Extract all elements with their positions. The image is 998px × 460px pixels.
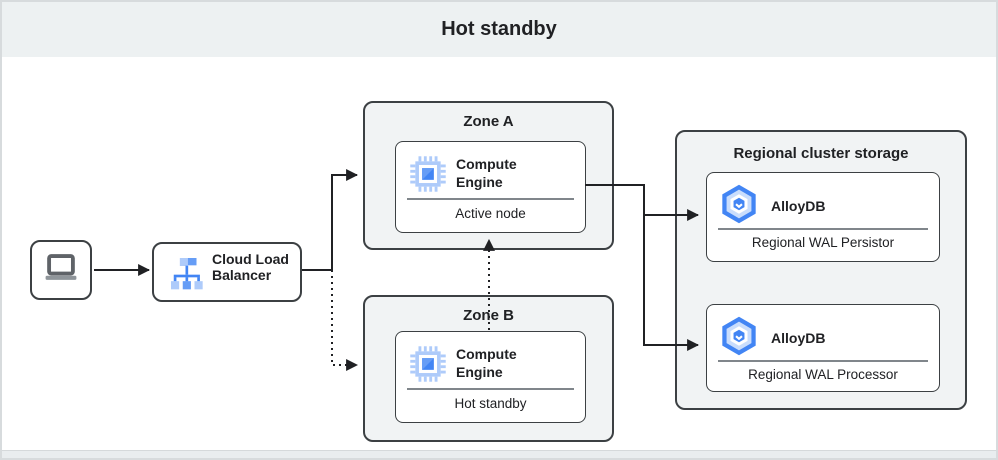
alloydb-icon xyxy=(718,183,760,225)
alloydb-icon xyxy=(718,315,760,357)
laptop-icon xyxy=(40,247,82,294)
load-balancer-icon xyxy=(166,254,206,294)
zone-b-compute-sublabel: Hot standby xyxy=(454,396,527,411)
regional-cluster-storage-group: Regional cluster storage AlloyDB Regiona… xyxy=(675,130,967,410)
zone-b-compute-card: Compute Engine Hot standby xyxy=(395,331,586,423)
alloydb-processor-label: AlloyDB xyxy=(771,330,826,346)
compute-engine-icon xyxy=(409,155,447,193)
diagram-header: Hot standby xyxy=(2,2,996,57)
footer-strip xyxy=(2,450,996,458)
load-balancer-label: Cloud Load Balancer xyxy=(212,251,289,283)
alloydb-persistor-sublabel: Regional WAL Persistor xyxy=(751,235,895,250)
diagram-title: Hot standby xyxy=(441,18,557,40)
divider xyxy=(407,388,574,390)
alloydb-processor-card: AlloyDB Regional WAL Processor xyxy=(706,304,940,392)
divider xyxy=(718,360,928,362)
edge-load-balancer-to-zone-b xyxy=(331,270,359,371)
edge-load-balancer-to-zone-a xyxy=(302,169,359,271)
zone-a-title: Zone A xyxy=(463,113,514,130)
divider xyxy=(407,198,574,200)
zone-b-title: Zone B xyxy=(463,307,514,324)
compute-engine-icon xyxy=(409,345,447,383)
zone-a-group: Zone A Compute Engine Ac xyxy=(363,101,614,250)
zone-b-compute-label: Compute Engine xyxy=(456,346,517,380)
zone-b-group: Zone B Compute Engine Ho xyxy=(363,295,614,442)
load-balancer-node: Cloud Load Balancer xyxy=(152,242,302,302)
divider xyxy=(718,228,928,230)
storage-title: Regional cluster storage xyxy=(733,145,909,162)
client-node xyxy=(30,240,92,300)
zone-a-compute-label: Compute Engine xyxy=(456,156,517,190)
alloydb-persistor-label: AlloyDB xyxy=(771,198,826,214)
zone-a-compute-card: Compute Engine Active node xyxy=(395,141,586,233)
alloydb-persistor-card: AlloyDB Regional WAL Persistor xyxy=(706,172,940,262)
alloydb-processor-sublabel: Regional WAL Processor xyxy=(748,367,898,382)
zone-a-compute-sublabel: Active node xyxy=(455,206,526,221)
